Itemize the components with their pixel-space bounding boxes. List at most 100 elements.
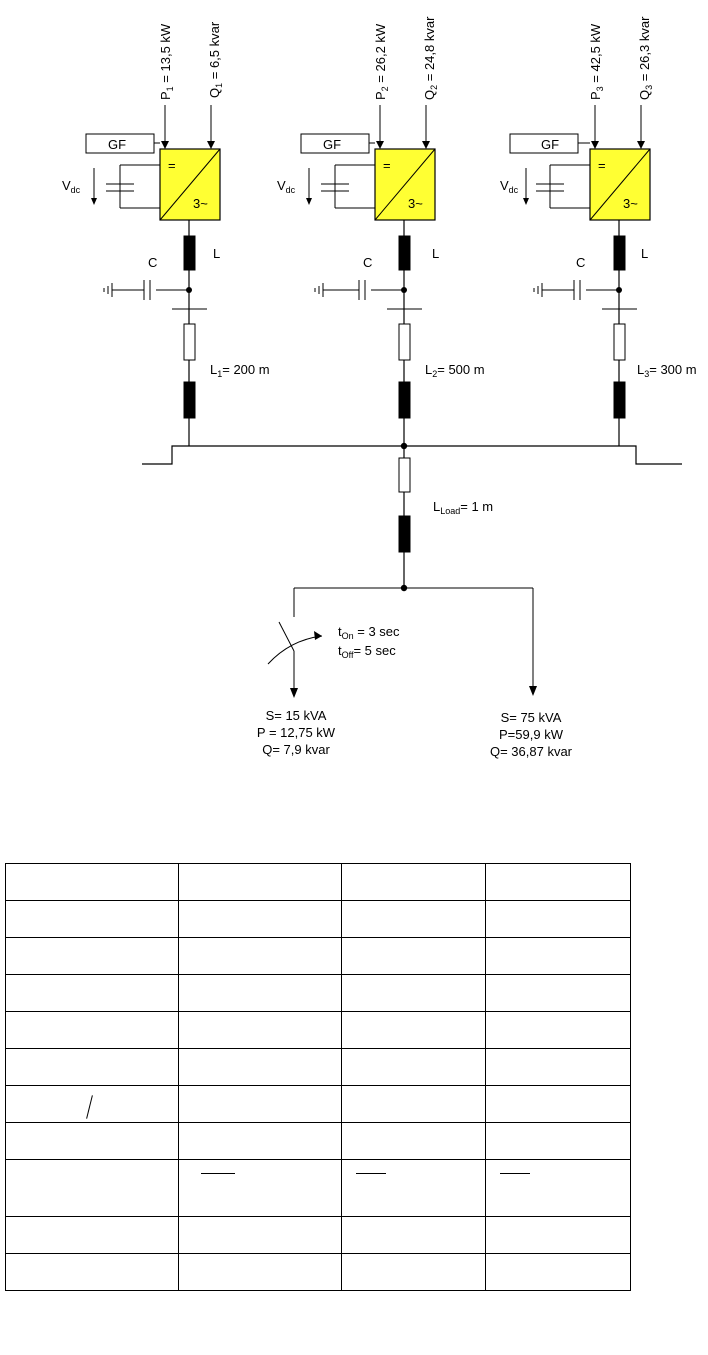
table-row xyxy=(5,1085,631,1123)
table-cell xyxy=(5,1122,179,1160)
q2-label: Q2 = 24,8 kvar xyxy=(422,16,439,100)
table-cell xyxy=(485,1122,631,1160)
vdc-label-2: Vdc xyxy=(277,178,296,195)
p2-label: P2 = 26,2 kW xyxy=(373,23,390,100)
table-cell xyxy=(485,1085,631,1123)
table-cell-slash xyxy=(5,1085,179,1123)
table-cell xyxy=(178,1253,342,1291)
table-cell xyxy=(341,974,486,1012)
table-cell xyxy=(341,900,486,938)
dc-symbol-1: = xyxy=(168,158,176,173)
table-cell xyxy=(485,1048,631,1086)
table-cell xyxy=(341,1216,486,1254)
t-on-label: tOn = 3 sec xyxy=(338,624,400,641)
ground-icon xyxy=(533,283,543,297)
table-cell xyxy=(341,1253,486,1291)
table-cell xyxy=(178,1216,342,1254)
vdc-arrow-head-3 xyxy=(523,198,529,205)
line-resistor-2 xyxy=(398,323,411,361)
table-cell xyxy=(5,863,179,901)
constant-load-s: S= 75 kVA xyxy=(501,710,562,725)
load-line-inductor xyxy=(398,515,411,553)
filter-inductor-1 xyxy=(183,235,196,271)
table-row xyxy=(5,974,631,1012)
table-cell xyxy=(341,1011,486,1049)
switched-load-q: Q= 7,9 kvar xyxy=(262,742,330,757)
capacitor-label-3: C xyxy=(576,255,585,270)
capacitor-label-2: C xyxy=(363,255,372,270)
load-line-resistor xyxy=(398,457,411,493)
converter-3-diagonal xyxy=(589,148,651,221)
line-inductor-2 xyxy=(398,381,411,419)
constant-load-arrow-head xyxy=(529,686,537,696)
table-row xyxy=(5,863,631,901)
table-cell xyxy=(5,1253,179,1291)
main-bus xyxy=(142,445,682,465)
table-cell xyxy=(485,1216,631,1254)
line-resistor-1 xyxy=(183,323,196,361)
table-cell xyxy=(178,1122,342,1160)
q1-label: Q1 = 6,5 kvar xyxy=(207,21,224,98)
converter-1-diagonal xyxy=(159,148,221,221)
table-row xyxy=(5,1216,631,1254)
table-cell xyxy=(178,1085,342,1123)
table-cell xyxy=(178,974,342,1012)
ac-symbol-1: 3~ xyxy=(193,196,208,211)
p3-label: P3 = 42,5 kW xyxy=(588,23,605,100)
table-cell xyxy=(485,863,631,901)
line-inductor-1 xyxy=(183,381,196,419)
filter-inductor-2 xyxy=(398,235,411,271)
switched-load-s: S= 15 kVA xyxy=(266,708,327,723)
converter-2-diagonal xyxy=(374,148,436,221)
switched-load-p: P = 12,75 kW xyxy=(257,725,336,740)
table-cell xyxy=(5,937,179,975)
microgrid-diagram: P1 = 13,5 kW Q1 = 6,5 kvar GF = 3~ Vdc L xyxy=(62,16,697,759)
switch-blade xyxy=(278,621,295,652)
q3-label: Q3 = 26,3 kvar xyxy=(637,16,654,100)
table-cell xyxy=(178,937,342,975)
table-row xyxy=(5,1159,631,1217)
table-cell xyxy=(485,974,631,1012)
table-row xyxy=(5,1122,631,1160)
table-row xyxy=(5,1011,631,1049)
filter-inductor-label-1: L xyxy=(213,246,220,261)
line-resistor-3 xyxy=(613,323,626,361)
constant-load-p: P=59,9 kW xyxy=(499,727,564,742)
p1-arrow-head xyxy=(161,141,169,149)
switch-arrow-head xyxy=(314,631,322,640)
parameter-table xyxy=(5,863,631,1291)
ground-icon xyxy=(103,283,113,297)
filter-inductor-3 xyxy=(613,235,626,271)
inverter-unit-2: P2 = 26,2 kW Q2 = 24,8 kvar GF = 3~ Vdc … xyxy=(277,16,485,446)
load-line-label: LLoad= 1 m xyxy=(433,499,493,516)
ac-symbol-2: 3~ xyxy=(408,196,423,211)
switch-actuator-arc xyxy=(267,635,323,665)
switched-load-arrow-head xyxy=(290,688,298,698)
q3-arrow-head xyxy=(637,141,645,149)
table-cell-overline xyxy=(178,1159,342,1217)
table-cell xyxy=(485,937,631,975)
table-cell xyxy=(485,1253,631,1291)
ac-symbol-3: 3~ xyxy=(623,196,638,211)
inverter-unit-1: P1 = 13,5 kW Q1 = 6,5 kvar GF = 3~ Vdc L xyxy=(62,21,270,446)
dc-symbol-3: = xyxy=(598,158,606,173)
ground-icon xyxy=(314,283,324,297)
table-cell xyxy=(178,900,342,938)
table-cell xyxy=(485,1011,631,1049)
filter-inductor-label-3: L xyxy=(641,246,648,261)
gf-label-2: GF xyxy=(323,137,341,152)
line-length-label-1: L1= 200 m xyxy=(210,362,270,379)
table-cell xyxy=(5,1011,179,1049)
p3-arrow-head xyxy=(591,141,599,149)
table-cell xyxy=(341,1085,486,1123)
vdc-label-1: Vdc xyxy=(62,178,81,195)
table-row xyxy=(5,900,631,938)
t-off-label: tOff= 5 sec xyxy=(338,643,396,660)
table-cell xyxy=(341,1122,486,1160)
table-cell xyxy=(341,937,486,975)
vdc-label-3: Vdc xyxy=(500,178,519,195)
table-cell xyxy=(5,1216,179,1254)
gf-label-3: GF xyxy=(541,137,559,152)
p1-label: P1 = 13,5 kW xyxy=(158,23,175,100)
inverter-unit-3: P3 = 42,5 kW Q3 = 26,3 kvar GF = 3~ Vdc … xyxy=(500,16,697,446)
